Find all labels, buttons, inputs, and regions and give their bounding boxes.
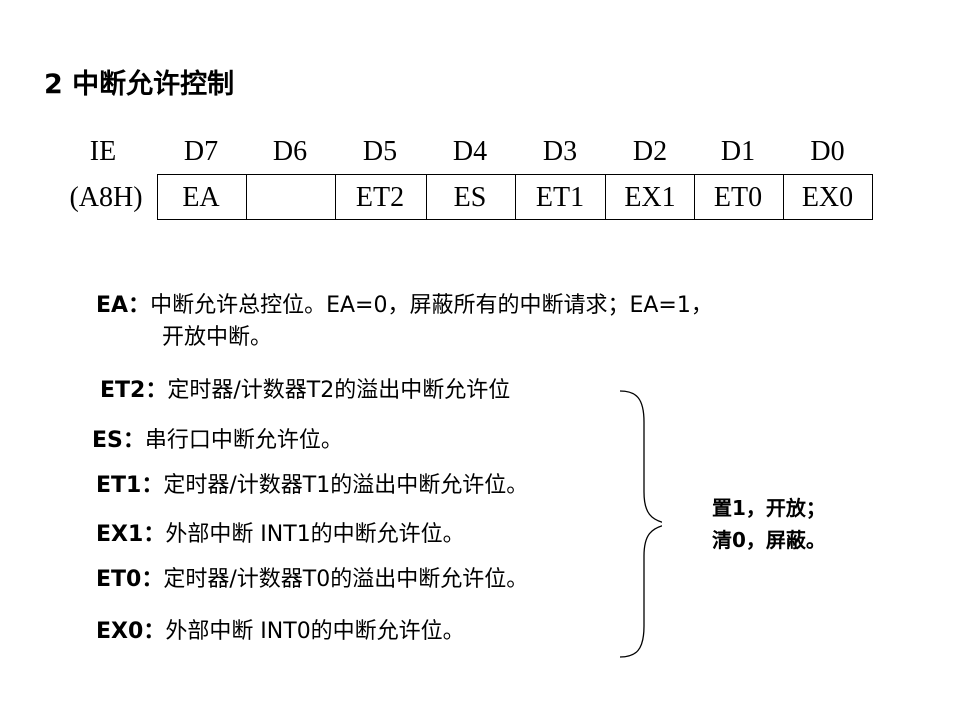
register-name: IE [89,136,117,167]
desc-ex0-text: 外部中断 INT0的中断允许位。 [165,619,465,644]
desc-et0-label: ET0： [96,567,164,592]
bit-header-d2: D2 [632,136,668,167]
cell-divider [426,175,427,219]
bit-header-d6: D6 [272,136,308,167]
bit-cell-et2: ET2 [355,182,405,213]
desc-et0-text: 定时器/计数器T0的溢出中断允许位。 [163,567,529,592]
desc-ex1: EX1：外部中断 INT1的中断允许位。 [96,520,465,550]
desc-ea-text: 中断允许总控位。EA=0，屏蔽所有的中断请求；EA=1， [150,293,713,318]
page-title: 2 中断允许控制 [44,69,235,100]
bit-cell-empty [246,174,334,220]
cell-divider [335,175,336,219]
desc-et1-label: ET1： [96,473,164,498]
desc-ea-continued: 开放中断。 [162,325,273,350]
desc-et2-label: ET2： [100,378,168,403]
desc-es-label: ES： [92,428,145,453]
cell-divider [694,175,695,219]
desc-et1-text: 定时器/计数器T1的溢出中断允许位。 [163,473,529,498]
desc-ea: EA：中断允许总控位。EA=0，屏蔽所有的中断请求；EA=1， [96,291,713,321]
desc-ea-label: EA： [96,293,151,318]
desc-ex0-label: EX0： [96,619,166,644]
note-clear-line: 清0，屏蔽。 [712,528,826,552]
bit-cell-ex0: EX0 [801,182,854,213]
desc-ex0: EX0：外部中断 INT0的中断允许位。 [96,617,465,647]
bit-cell-es: ES [453,182,487,213]
cell-divider [246,175,247,219]
cell-divider [783,175,784,219]
bit-cell-et0: ET0 [713,182,763,213]
desc-et2-text: 定时器/计数器T2的溢出中断允许位 [167,378,511,403]
desc-et0: ET0：定时器/计数器T0的溢出中断允许位。 [96,565,528,595]
desc-ex1-label: EX1： [96,522,166,547]
cell-divider [605,175,606,219]
register-bit-table [157,174,873,220]
desc-es-text: 串行口中断允许位。 [144,428,343,453]
note-set-line: 置1，开放； [712,496,826,520]
bit-header-d0: D0 [810,136,845,167]
bit-cell-et1: ET1 [535,182,585,213]
desc-es: ES：串行口中断允许位。 [92,426,343,456]
bit-header-d1: D1 [720,136,756,167]
bit-cell-ex1: EX1 [624,182,676,213]
register-address: (A8H) [69,182,143,213]
bit-cell-ea: EA [182,182,220,213]
bit-header-d7: D7 [183,136,219,167]
cell-divider [515,175,516,219]
curly-brace-icon [619,390,662,658]
desc-et2: ET2：定时器/计数器T2的溢出中断允许位 [100,376,510,406]
desc-ex1-text: 外部中断 INT1的中断允许位。 [165,522,465,547]
bit-header-d4: D4 [452,136,488,167]
desc-et1: ET1：定时器/计数器T1的溢出中断允许位。 [96,471,528,501]
bit-header-d5: D5 [362,136,398,167]
bit-header-d3: D3 [542,136,578,167]
